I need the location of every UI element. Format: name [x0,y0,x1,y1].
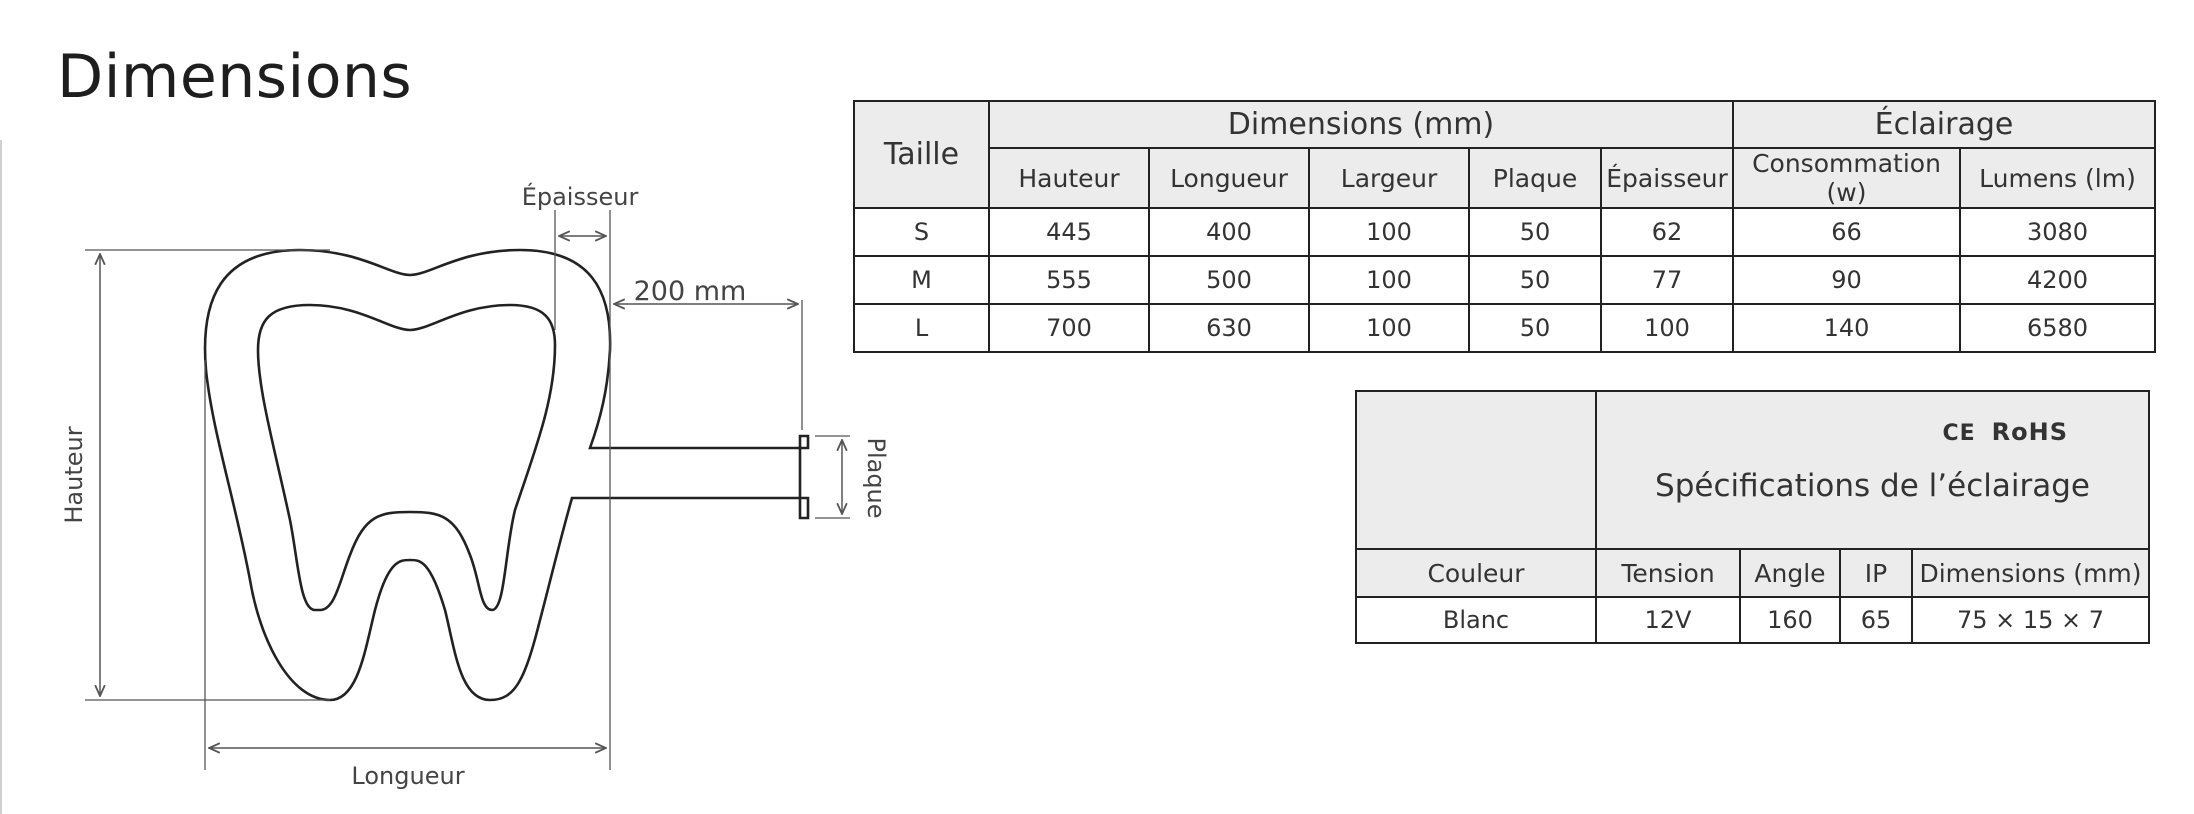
rohs-mark: RoHS [1991,418,2068,446]
header-taille: Taille [853,100,990,209]
table-cell: 50 [1468,303,1602,353]
col-header: Longueur [1148,147,1310,209]
col-header: Dimensions (mm) [1911,548,2150,598]
table-cell: S [853,207,990,257]
table-cell: 160 [1739,596,1841,644]
table-cell: 50 [1468,207,1602,257]
table-cell: 75 × 15 × 7 [1911,596,2150,644]
table-cell: 500 [1148,255,1310,305]
tooth-dimension-diagram: Épaisseur 200 mm Hauteur Plaque Longueur [60,182,890,790]
col-header: Plaque [1468,147,1602,209]
table-cell: 12V [1595,596,1741,644]
page-title: Dimensions [57,42,413,112]
left-divider [0,140,2,814]
table-row: Blanc 12V 160 65 75 × 15 × 7 [1355,596,2150,644]
table-cell: 65 [1839,596,1913,644]
table-cell: 100 [1308,207,1470,257]
label-plaque: Plaque [862,437,890,518]
spec-title-cell: CE RoHS Spécifications de l’éclairage [1595,390,2150,550]
table-row: M 555 500 100 50 77 90 4200 [853,255,2156,305]
col-header: Largeur [1308,147,1470,209]
table-cell: 555 [988,255,1150,305]
tooth-outer-outline [203,248,810,702]
table-cell: 50 [1468,255,1602,305]
col-header: Couleur [1355,548,1597,598]
table-cell: 445 [988,207,1150,257]
label-hauteur: Hauteur [60,426,88,523]
spec-blank-cell [1355,390,1597,550]
ce-mark-icon: CE [1942,421,1976,446]
table-row: S 445 400 100 50 62 66 3080 [853,207,2156,257]
header-eclairage: Éclairage [1732,100,2156,149]
col-header: Épaisseur [1600,147,1734,209]
col-header: Consommation (w) [1732,147,1961,209]
table-cell: M [853,255,990,305]
label-distance: 200 mm [634,276,747,307]
table-cell: 700 [988,303,1150,353]
label-longueur: Longueur [351,762,464,790]
table-cell: Blanc [1355,596,1597,644]
spec-title: Spécifications de l’éclairage [1655,468,2090,504]
certification-marks: CE RoHS [1597,418,2148,446]
table-cell: 100 [1308,303,1470,353]
table-cell: 630 [1148,303,1310,353]
col-header: Hauteur [988,147,1150,209]
col-header: Lumens (lm) [1959,147,2156,209]
table-cell: 140 [1732,303,1961,353]
table-row: L 700 630 100 50 100 140 6580 [853,303,2156,353]
col-header: Angle [1739,548,1841,598]
table-cell: 77 [1600,255,1734,305]
label-epaisseur: Épaisseur [522,182,639,211]
tooth-inner-outline [256,303,557,612]
table-cell: 6580 [1959,303,2156,353]
size-table: Taille Dimensions (mm) Éclairage Hauteur… [853,100,2156,353]
header-dimensions: Dimensions (mm) [988,100,1734,149]
table-cell: 90 [1732,255,1961,305]
table-cell: 4200 [1959,255,2156,305]
table-cell: 62 [1600,207,1734,257]
col-header: IP [1839,548,1913,598]
table-cell: 66 [1732,207,1961,257]
table-cell: 3080 [1959,207,2156,257]
col-header: Tension [1595,548,1741,598]
lighting-spec-table: CE RoHS Spécifications de l’éclairage Cou… [1355,390,2150,644]
table-cell: 100 [1600,303,1734,353]
table-cell: 400 [1148,207,1310,257]
table-cell: L [853,303,990,353]
table-cell: 100 [1308,255,1470,305]
